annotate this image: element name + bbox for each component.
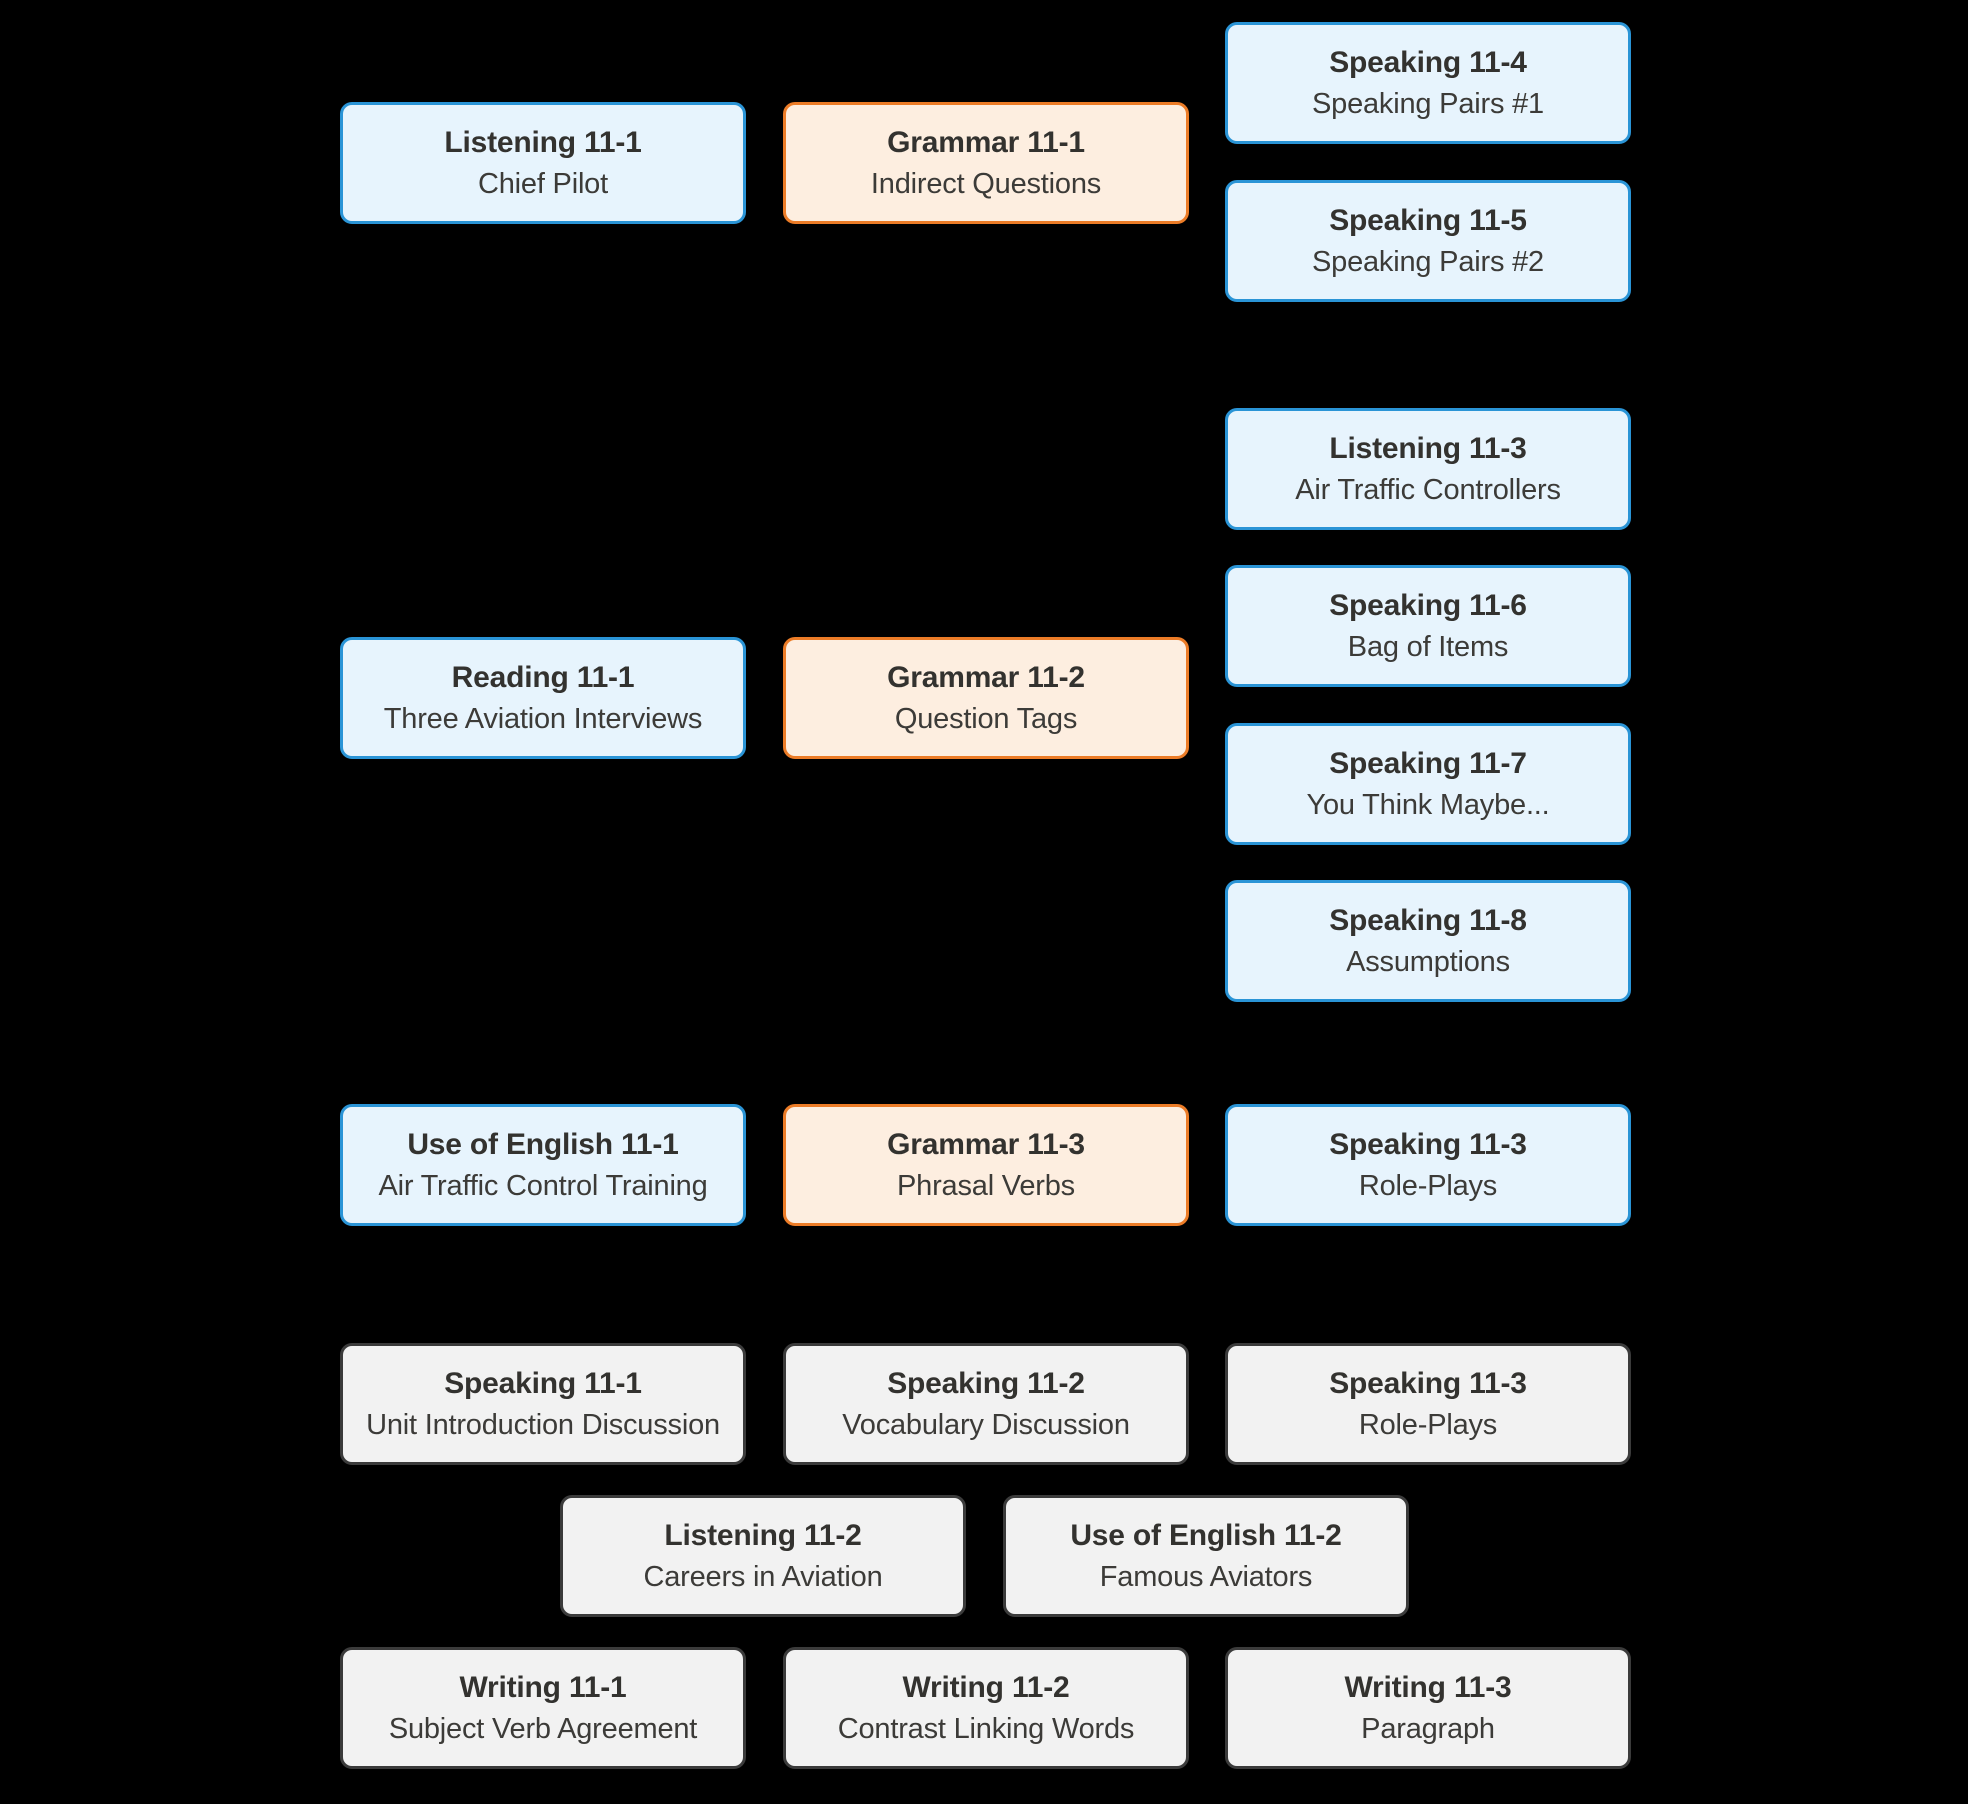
node-title: Speaking 11-1 [444, 1367, 642, 1401]
node-subtitle: Air Traffic Controllers [1295, 473, 1561, 506]
node-subtitle: Famous Aviators [1099, 1560, 1313, 1593]
node-title: Speaking 11-5 [1329, 204, 1527, 238]
node-title: Use of English 11-2 [1070, 1519, 1342, 1553]
node-title: Writing 11-2 [902, 1671, 1070, 1705]
node-subtitle: Speaking Pairs #1 [1312, 87, 1544, 120]
node-title: Reading 11-1 [451, 661, 635, 695]
node-title: Speaking 11-4 [1329, 46, 1527, 80]
node-subtitle: You Think Maybe... [1306, 788, 1550, 821]
node-title: Grammar 11-3 [887, 1128, 1085, 1162]
node-title: Listening 11-3 [1329, 432, 1527, 466]
node-subtitle: Role-Plays [1358, 1408, 1498, 1441]
node-title: Writing 11-3 [1344, 1671, 1512, 1705]
node-subtitle: Question Tags [894, 702, 1078, 735]
node-subtitle: Assumptions [1346, 945, 1510, 978]
node-title: Speaking 11-3 [1329, 1128, 1527, 1162]
node-title: Listening 11-1 [444, 126, 642, 160]
node-title: Speaking 11-2 [887, 1367, 1085, 1401]
node-title: Speaking 11-7 [1329, 747, 1527, 781]
node-title: Use of English 11-1 [407, 1128, 679, 1162]
node-title: Writing 11-1 [459, 1671, 627, 1705]
node-title: Listening 11-2 [664, 1519, 862, 1553]
node-subtitle: Paragraph [1361, 1712, 1495, 1745]
node-subtitle: Unit Introduction Discussion [366, 1408, 720, 1441]
node-subtitle: Air Traffic Control Training [378, 1169, 708, 1202]
node-subtitle: Contrast Linking Words [837, 1712, 1135, 1745]
node-title: Speaking 11-8 [1329, 904, 1527, 938]
node-subtitle: Chief Pilot [478, 167, 608, 200]
node-subtitle: Vocabulary Discussion [842, 1408, 1130, 1441]
node-subtitle: Role-Plays [1358, 1169, 1498, 1202]
node-subtitle: Bag of Items [1347, 630, 1509, 663]
node-title: Grammar 11-1 [887, 126, 1085, 160]
node-subtitle: Careers in Aviation [643, 1560, 883, 1593]
node-subtitle: Three Aviation Interviews [383, 702, 703, 735]
node-subtitle: Indirect Questions [870, 167, 1102, 200]
node-subtitle: Subject Verb Agreement [388, 1712, 698, 1745]
node-title: Speaking 11-3 [1329, 1367, 1527, 1401]
node-subtitle: Phrasal Verbs [897, 1169, 1075, 1202]
node-subtitle: Speaking Pairs #2 [1312, 245, 1544, 278]
node-title: Speaking 11-6 [1329, 589, 1527, 623]
node-title: Grammar 11-2 [887, 661, 1085, 695]
